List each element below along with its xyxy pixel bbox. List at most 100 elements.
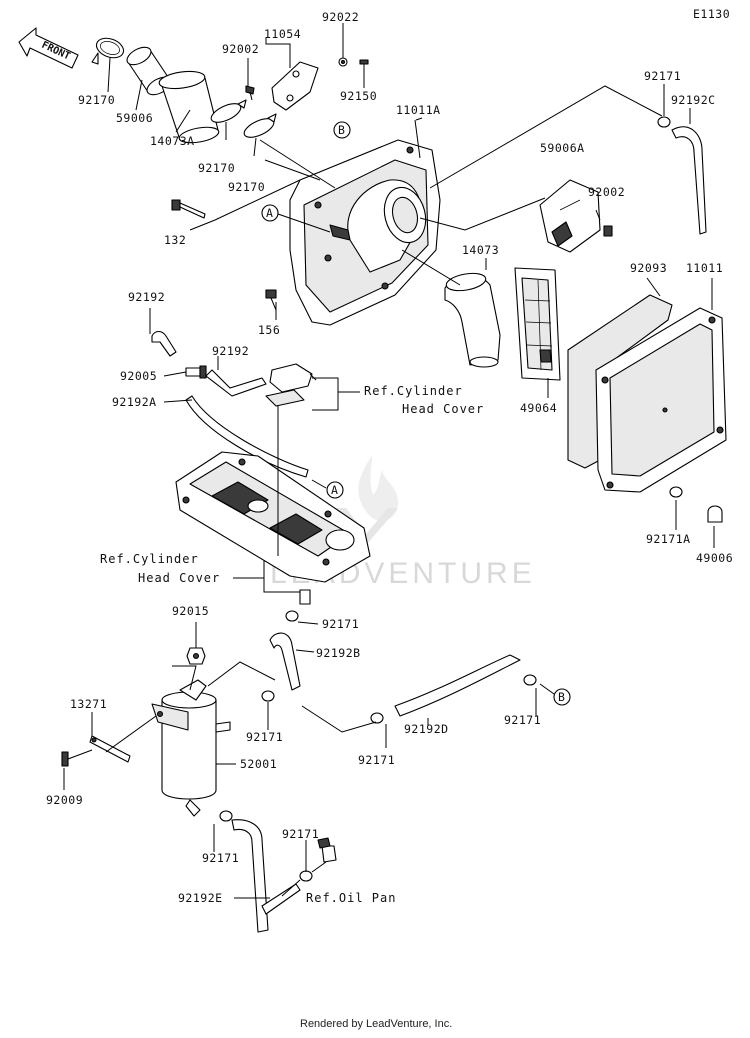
callout-b-bottom: B xyxy=(553,688,571,706)
label-92171-c: 92171 xyxy=(246,730,283,744)
clamp-92171-head xyxy=(285,610,299,622)
hose-92192-left xyxy=(151,330,177,357)
label-92170-c: 92170 xyxy=(228,180,265,194)
breather-separator-52001 xyxy=(151,679,231,817)
cap-49006 xyxy=(707,505,723,523)
callout-a-mid: A xyxy=(326,481,344,499)
label-92192d: 92192D xyxy=(404,722,449,736)
clamp-92171-hose-d-right xyxy=(523,674,537,686)
breather-cover xyxy=(265,363,313,407)
front-arrow-icon: FRONT xyxy=(18,27,79,69)
label-92009: 92009 xyxy=(46,793,83,807)
label-11054: 11054 xyxy=(264,27,301,41)
cover-59006a xyxy=(539,179,601,253)
hose-92192-mid xyxy=(205,369,267,397)
label-11011: 11011 xyxy=(686,261,723,275)
bolt-92009 xyxy=(61,749,93,767)
label-92022: 92022 xyxy=(322,10,359,24)
head-cover-outlet xyxy=(299,589,311,605)
bolt-132 xyxy=(171,199,206,219)
label-92171-a: 92171 xyxy=(644,69,681,83)
clamp-92171-top-right xyxy=(657,116,671,128)
label-92171-d: 92171 xyxy=(504,713,541,727)
diagram-code: E1130 xyxy=(693,7,730,21)
part-labels: 92170 59006 14073A 92002 11054 92022 921… xyxy=(46,10,733,905)
duct-14073a xyxy=(158,70,220,144)
ref-cylinder-head-cover-1-line1: Ref.Cylinder xyxy=(364,384,463,398)
duct-14073 xyxy=(444,272,501,368)
oilpan-fitting xyxy=(317,837,337,863)
hose-92192b xyxy=(269,632,301,691)
screw-92002-right xyxy=(603,225,613,237)
label-92170-a: 92170 xyxy=(78,93,115,107)
washer-92022 xyxy=(338,57,348,67)
hose-92192a xyxy=(185,395,309,478)
fitting-92005 xyxy=(185,365,207,379)
bracket-11054 xyxy=(271,61,319,111)
label-92171-e: 92171 xyxy=(358,753,395,767)
label-14073: 14073 xyxy=(462,243,499,257)
label-92192a: 92192A xyxy=(112,395,157,409)
label-92170-b: 92170 xyxy=(198,161,235,175)
screw-92002-top xyxy=(245,85,255,101)
label-92171a: 92171A xyxy=(646,532,691,546)
label-92002-a: 92002 xyxy=(222,42,259,56)
label-92192b: 92192B xyxy=(316,646,361,660)
svg-text:A: A xyxy=(266,206,273,220)
ref-oil-pan: Ref.Oil Pan xyxy=(306,891,396,905)
label-92171-f: 92171 xyxy=(202,851,239,865)
label-59006: 59006 xyxy=(116,111,153,125)
label-92002-b: 92002 xyxy=(588,185,625,199)
cylinder-head-cover xyxy=(175,451,371,583)
label-92171-b: 92171 xyxy=(322,617,359,631)
label-49006: 49006 xyxy=(696,551,733,565)
hose-92192c xyxy=(671,126,707,235)
label-92150: 92150 xyxy=(340,89,377,103)
clamp-92171-oilpan xyxy=(299,870,313,882)
label-92093: 92093 xyxy=(630,261,667,275)
svg-text:A: A xyxy=(331,483,338,497)
label-13271: 13271 xyxy=(70,697,107,711)
bolt-92150 xyxy=(359,59,369,74)
callout-a-top: A xyxy=(261,204,279,222)
ref-cylinder-head-cover-2-line2: Head Cover xyxy=(138,571,220,585)
label-92015: 92015 xyxy=(172,604,209,618)
clamp-92171a xyxy=(669,486,683,498)
label-92192e: 92192E xyxy=(178,891,223,905)
label-92005: 92005 xyxy=(120,369,157,383)
filter-element-49064 xyxy=(514,267,561,381)
clamp-92170-front xyxy=(91,37,125,65)
clamp-92170-mid xyxy=(210,99,247,123)
nut-92015 xyxy=(186,647,206,665)
label-11011a: 11011A xyxy=(396,103,441,117)
label-92192c: 92192C xyxy=(671,93,716,107)
footer-credit: Rendered by LeadVenture, Inc. xyxy=(300,1018,452,1030)
air-cleaner-housing-11011a xyxy=(289,139,441,326)
label-92192-a: 92192 xyxy=(128,290,165,304)
label-59006a: 59006A xyxy=(540,141,585,155)
label-14073a: 14073A xyxy=(150,134,195,148)
hose-92192d xyxy=(394,654,521,717)
hose-92192e xyxy=(231,819,301,933)
air-cleaner-cover-11011 xyxy=(595,307,727,493)
reference-labels: Ref.Cylinder Head Cover Ref.Cylinder Hea… xyxy=(100,384,484,905)
screw-156 xyxy=(265,289,277,311)
label-52001: 52001 xyxy=(240,757,277,771)
clamp-92171-separator-bottom xyxy=(219,810,233,822)
ref-cylinder-head-cover-1-line2: Head Cover xyxy=(402,402,484,416)
leader-lines xyxy=(63,23,715,899)
clamp-92171-hose-d-left xyxy=(370,712,384,724)
svg-text:B: B xyxy=(558,690,565,704)
clamp-92171-separator xyxy=(261,690,275,702)
label-92192-b: 92192 xyxy=(212,344,249,358)
label-49064: 49064 xyxy=(520,401,557,415)
label-92171-g: 92171 xyxy=(282,827,319,841)
ref-cylinder-head-cover-2-line1: Ref.Cylinder xyxy=(100,552,199,566)
callout-b-top: B xyxy=(333,121,351,139)
svg-text:B: B xyxy=(338,123,345,137)
label-156: 156 xyxy=(258,323,280,337)
label-132: 132 xyxy=(164,233,186,247)
clamp-92170-rear xyxy=(243,113,277,138)
